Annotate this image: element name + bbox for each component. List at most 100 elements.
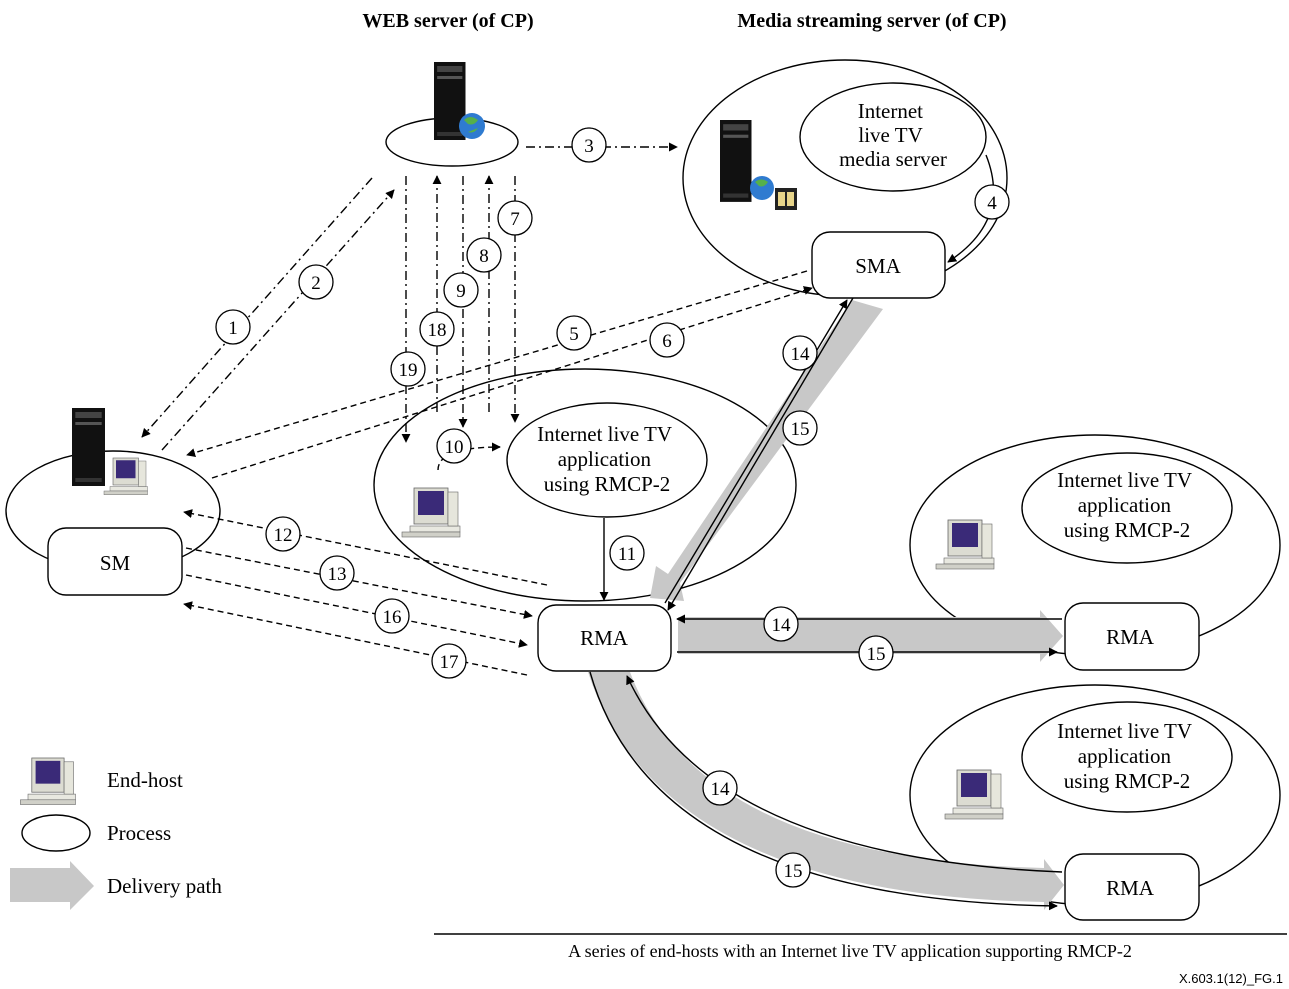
media-server-app-line1: Internet: [858, 99, 923, 123]
bottom-app-line1: Internet live TV: [1057, 719, 1192, 743]
svg-text:15: 15: [784, 861, 803, 882]
step-19: 19: [390, 351, 426, 387]
step-18: 18: [419, 311, 455, 347]
step-7: 7: [497, 200, 533, 236]
arrow-6: [211, 286, 813, 479]
step-2: 2: [298, 264, 334, 300]
rma-bottom-label: RMA: [1106, 876, 1155, 900]
step-14-sma: 14: [782, 335, 818, 371]
svg-text:Internet live TV media: Internet live TV media server: [839, 99, 947, 171]
arrow-2: [161, 189, 395, 451]
step-12: 12: [265, 516, 301, 552]
step-14-bottom: 14: [702, 770, 738, 806]
step-6: 6: [649, 322, 685, 358]
legend-process-icon: [21, 814, 91, 852]
sma-label: SMA: [855, 254, 901, 278]
main-app-line2: application: [558, 447, 652, 471]
step-1: 1: [215, 309, 251, 345]
right-app-line1: Internet live TV: [1057, 468, 1192, 492]
step-15-sma: 15: [782, 410, 818, 446]
step-10: 10: [436, 428, 472, 464]
step-14-right: 14: [763, 606, 799, 642]
svg-text:Internet live TV applicati: Internet live TV application using RMCP-…: [1057, 468, 1197, 542]
main-app-process: [506, 402, 708, 518]
arrow-16: [185, 574, 528, 648]
svg-text:18: 18: [428, 320, 447, 341]
svg-text:2: 2: [311, 273, 321, 294]
svg-text:19: 19: [399, 360, 418, 381]
caption: A series of end-hosts with an Internet l…: [568, 941, 1132, 961]
step-9: 9: [443, 272, 479, 308]
svg-text:3: 3: [584, 136, 594, 157]
arrow-5: [186, 270, 808, 458]
arrow-15-sma: [667, 297, 854, 611]
right-app-line2: application: [1078, 493, 1172, 517]
svg-text:14: 14: [711, 779, 731, 800]
media-server-app-line2: live TV: [858, 123, 922, 147]
right-app-line3: using RMCP-2: [1064, 518, 1191, 542]
svg-text:17: 17: [440, 652, 459, 673]
media-server-app-line3: media server: [839, 147, 947, 171]
svg-text:13: 13: [328, 564, 347, 585]
svg-text:12: 12: [274, 525, 293, 546]
main-app-line3: using RMCP-2: [544, 472, 671, 496]
sm-box: [47, 527, 183, 596]
web-server-icon: [434, 62, 485, 140]
bottom-app-process: [1021, 701, 1233, 813]
step-15-right: 15: [858, 635, 894, 671]
main-app-line1: Internet live TV: [537, 422, 672, 446]
svg-text:15: 15: [867, 644, 886, 665]
media-server-header: Media streaming server (of CP): [737, 10, 1006, 32]
step-4: 4: [974, 184, 1010, 220]
svg-text:Internet live TV applicati: Internet live TV application using RMCP-…: [1057, 719, 1197, 793]
arrow-13: [185, 547, 533, 619]
delivery-path-rma-to-bottom: [588, 672, 1064, 910]
arrow-17: [183, 601, 528, 676]
live-tv-media-server-process: [799, 82, 987, 192]
arrow-12: [183, 509, 548, 586]
step-11: 11: [609, 535, 645, 571]
arrow-14-bottom: [626, 675, 1063, 873]
sm-label: SM: [100, 551, 131, 575]
svg-text:8: 8: [479, 246, 489, 267]
svg-text:14: 14: [772, 615, 792, 636]
web-server-header: WEB server (of CP): [362, 10, 533, 32]
legend-end-host-label: End-host: [107, 768, 183, 792]
legend-delivery-path-label: Delivery path: [107, 874, 222, 898]
svg-text:14: 14: [791, 344, 811, 365]
legend: End-host Process Delivery path: [10, 757, 222, 910]
sma-box: [811, 231, 946, 299]
step-17: 17: [431, 643, 467, 679]
step-15-bottom: 15: [775, 852, 811, 888]
bottom-app-line2: application: [1078, 744, 1172, 768]
legend-end-host-icon: [19, 757, 76, 806]
svg-text:10: 10: [445, 437, 464, 458]
bottom-app-line3: using RMCP-2: [1064, 769, 1191, 793]
arrow-1: [141, 177, 373, 438]
figure-id: X.603.1(12)_FG.1: [1179, 971, 1283, 986]
svg-text:16: 16: [383, 607, 402, 628]
svg-text:11: 11: [618, 544, 636, 565]
rma-right-box: [1064, 602, 1200, 671]
rma-right-label: RMA: [1106, 625, 1155, 649]
step-5: 5: [556, 315, 592, 351]
rma-main-label: RMA: [580, 626, 629, 650]
right-app-process: [1021, 452, 1233, 564]
rma-main-box: [537, 604, 672, 672]
step-3: 3: [571, 127, 607, 163]
rma-bottom-box: [1064, 853, 1200, 921]
svg-text:6: 6: [662, 331, 672, 352]
step-8: 8: [466, 237, 502, 273]
arrow-15-bottom: [589, 671, 1058, 911]
svg-text:1: 1: [228, 318, 238, 339]
media-server-icon: [720, 120, 797, 210]
svg-text:9: 9: [456, 281, 466, 302]
svg-text:7: 7: [510, 209, 520, 230]
step-16: 16: [374, 598, 410, 634]
svg-text:5: 5: [569, 324, 579, 345]
delivery-path-sma-to-rma: [650, 300, 883, 601]
legend-delivery-path-icon: [10, 861, 94, 910]
svg-text:15: 15: [791, 419, 810, 440]
step-13: 13: [319, 555, 355, 591]
